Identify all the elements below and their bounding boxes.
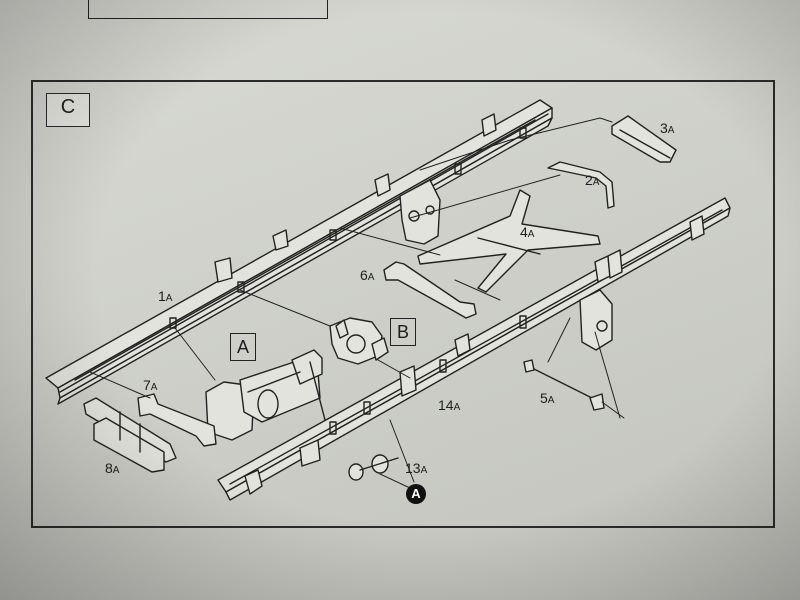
part-label-14a: 14A	[438, 397, 461, 413]
part-label-4a: 4A	[520, 224, 535, 240]
left-frame-rail	[45, 99, 553, 405]
part-8a-bracket	[83, 397, 177, 473]
part-7a-bracket	[137, 393, 217, 447]
part-label-7a: 7A	[143, 377, 158, 393]
part-label-6a: 6A	[360, 267, 375, 283]
step-badge: C	[46, 93, 90, 127]
part-label-2a: 2A	[585, 172, 600, 188]
callout-b: B	[390, 318, 416, 346]
leader-lines	[89, 117, 625, 489]
step-frame	[31, 80, 775, 528]
part-4a-cross-member	[417, 189, 601, 293]
part-13a-shaft	[348, 454, 399, 481]
part-label-8a: 8A	[105, 460, 120, 476]
differential-assembly-b	[329, 317, 389, 365]
assembly-marker-a: A	[406, 484, 426, 504]
part-label-13a: 13A	[405, 460, 428, 476]
part-2a-bracket	[547, 161, 615, 209]
callout-a: A	[230, 333, 256, 361]
part-label-1a: 1A	[158, 288, 173, 304]
part-3a-rear-piece	[611, 115, 677, 163]
part-label-5a: 5A	[540, 390, 555, 406]
right-frame-rail	[217, 197, 731, 501]
step-letter: C	[60, 96, 76, 118]
part-5a-rod	[523, 359, 605, 411]
previous-step-box	[88, 0, 328, 19]
part-6a-cross-bar	[383, 261, 477, 319]
part-label-3a: 3A	[660, 120, 675, 136]
gearbox-assembly-a	[205, 349, 326, 441]
